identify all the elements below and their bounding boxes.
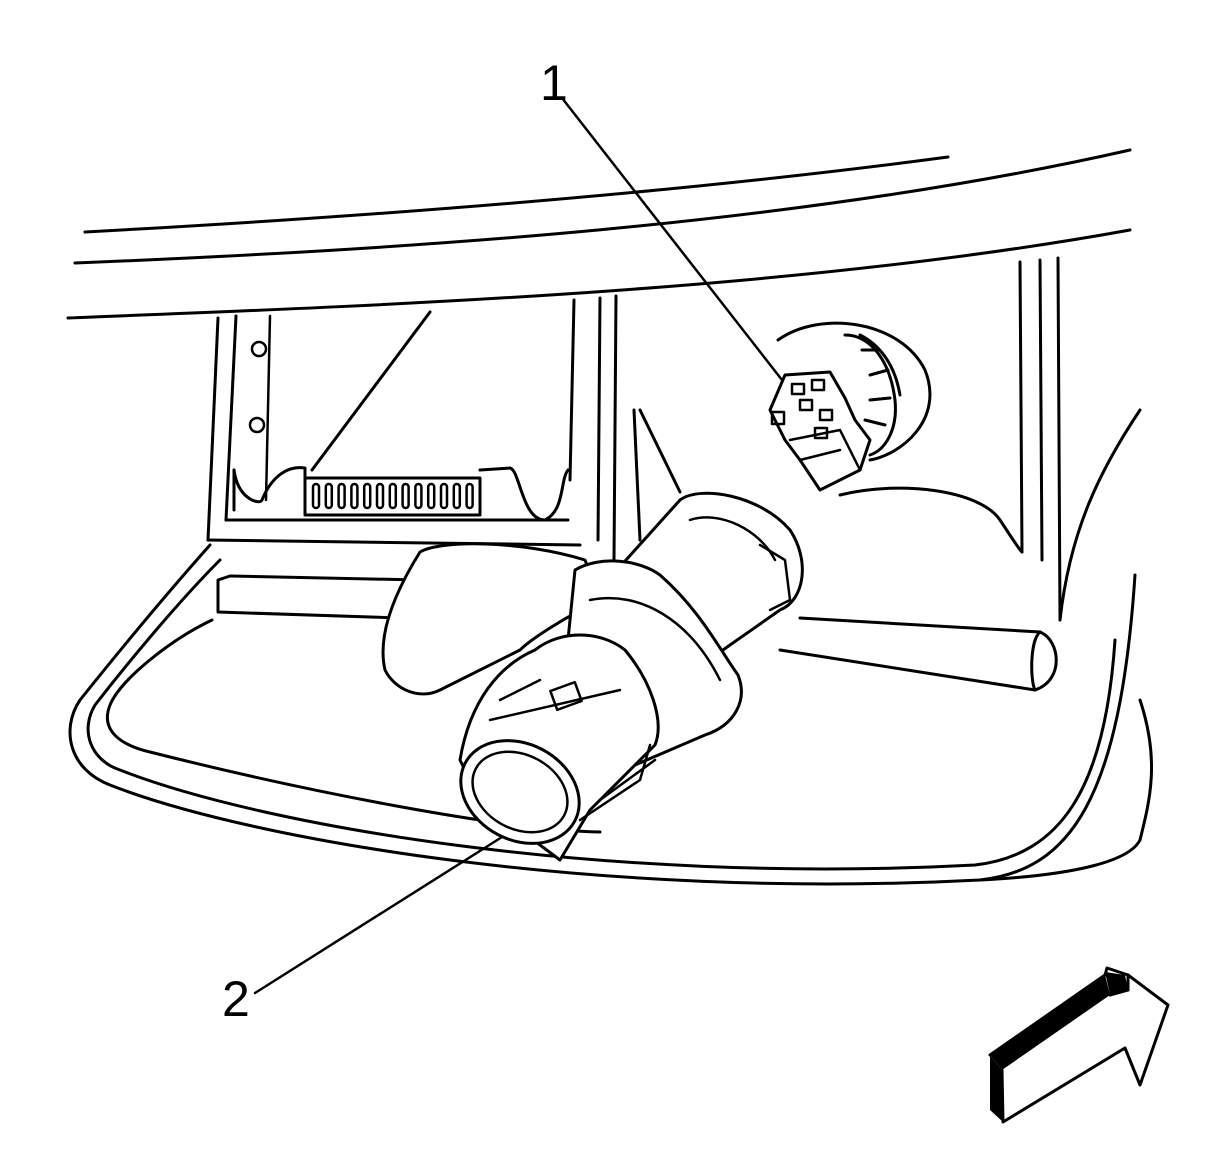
terminal-row	[303, 476, 482, 517]
connector-part-2	[381, 491, 804, 862]
terminal-slot	[452, 482, 462, 510]
callout-label-1: 1	[540, 55, 568, 111]
terminal-slot	[465, 482, 474, 510]
terminal-slot	[337, 482, 346, 510]
upper-panel-edge	[66, 148, 1132, 320]
lower-panel-outline	[68, 543, 1153, 886]
leader-lines	[253, 96, 784, 995]
lower-rail	[216, 574, 1058, 692]
leader-line-1	[560, 96, 784, 382]
terminal-slot	[311, 482, 321, 510]
left-recess-housing	[206, 294, 618, 562]
terminal-slot	[439, 482, 449, 510]
right-socket-area	[632, 256, 1142, 622]
terminal-slot	[324, 482, 334, 510]
terminal-slot	[362, 482, 372, 510]
terminal-slot	[388, 482, 398, 510]
terminal-slot	[350, 482, 359, 510]
connector-part-1	[768, 333, 902, 492]
forward-direction-arrow-icon	[988, 966, 1170, 1124]
terminal-slot	[414, 482, 423, 510]
terminal-slot	[426, 482, 436, 510]
terminal-slot	[375, 482, 385, 510]
leader-line-2	[253, 835, 504, 995]
callout-label-2: 2	[222, 971, 250, 1027]
terminal-slot	[401, 482, 410, 510]
